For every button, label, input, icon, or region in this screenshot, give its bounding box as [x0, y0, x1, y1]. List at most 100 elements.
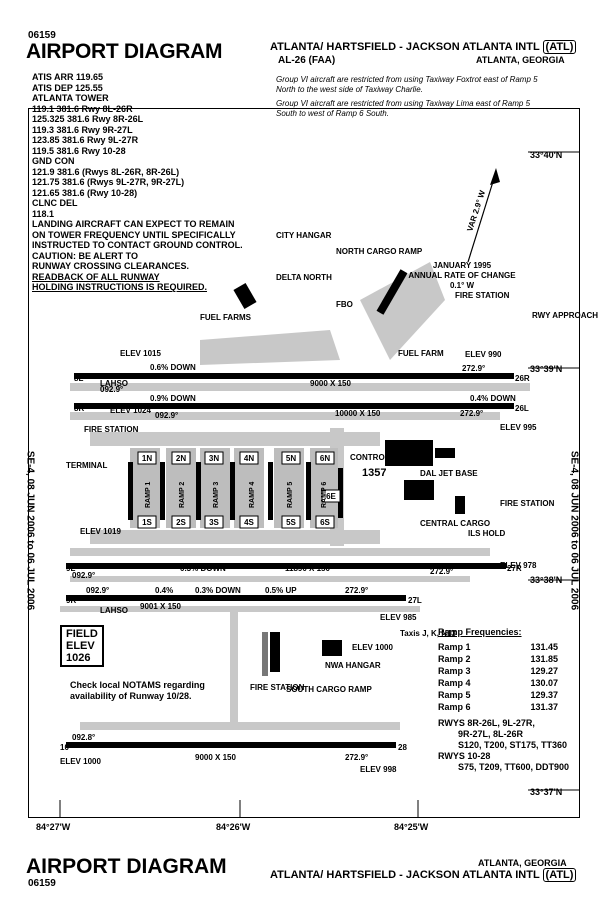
fbo-label: FBO [336, 300, 353, 309]
ramp-1s-box: 1S [137, 515, 157, 529]
rwy-28-num: 28 [398, 743, 407, 752]
airport-code: (ATL) [542, 40, 577, 54]
field-elev-line-1: FIELD [66, 628, 98, 640]
page-title: AIRPORT DIAGRAM [26, 40, 223, 63]
nwa-hangar-label: NWA HANGAR [325, 661, 381, 670]
airport-name: ATLANTA/ HARTSFIELD - JACKSON ATLANTA IN… [270, 40, 577, 54]
runway-weights: RWYS 8R-26L, 9L-27R, 9R-27L, 8L-26R S120… [438, 718, 588, 773]
rwy-9l-grade-r: 0.4% UP [408, 562, 440, 571]
rwy-9l-dims: 11890 X 150 [285, 564, 330, 573]
rwy-9r-grade-r: 0.5% UP [265, 586, 297, 595]
fire-station-north-label: FIRE STATION [455, 291, 510, 300]
rwy-27l-elev: ELEV 985 [380, 613, 417, 622]
weight-line: 9R-27L, 8L-26R [458, 729, 524, 739]
rwy-28-hdg: 272.9° [345, 753, 368, 762]
rwy-9l-num: 9L [66, 564, 75, 573]
runway-9r-27l [66, 595, 406, 601]
rwy-26r-elev: ELEV 990 [465, 350, 502, 359]
fuel-farms-label: FUEL FARMS [200, 313, 252, 322]
ramp-freq-value: 131.37 [530, 702, 558, 712]
note-1: Group VI aircraft are restricted from us… [276, 75, 538, 94]
rwy-8r-elev: ELEV 1024 [110, 406, 151, 415]
freq-line: 121.9 381.6 (Rwys 8L-26R, 8R-26L) [32, 166, 180, 177]
taxiway-south-parallel [60, 606, 420, 612]
rwy-9l-grade-l: 0.3% DOWN [180, 564, 226, 573]
ramp-4n-box: 4N [239, 451, 259, 465]
lon-27: 84°27'W [36, 822, 71, 832]
caution-line: INSTRUCTED TO CONTACT GROUND CONTROL. [32, 240, 243, 250]
ramp-name: Ramp 3 [438, 666, 471, 676]
rwy-8l-dims: 9000 X 150 [310, 379, 351, 388]
taxiway-sj [230, 612, 238, 722]
rwy-8l-grade: 0.6% DOWN [150, 363, 196, 372]
magvar-rate: 0.1° W [450, 281, 475, 290]
freq-line: 119.5 381.6 Rwy 10-28 [32, 145, 126, 156]
caution-line: HOLDING INSTRUCTIONS IS REQUIRED. [32, 282, 208, 292]
ramp-4-label: RAMP 4 [249, 482, 256, 508]
city-hangar-label: CITY HANGAR [276, 231, 332, 240]
north-arrow: VAR 2.9° W [465, 168, 500, 263]
lat-40: 33°40'N [530, 150, 562, 160]
ramp-4s-box: 4S [239, 515, 259, 529]
control-tower-label: CONTROL TOWER [350, 453, 421, 462]
ramp-5s: 5S [286, 518, 296, 527]
rwy-27r-hdg: 272.9° [430, 567, 453, 576]
ramp-6s-box: 6S [315, 515, 335, 529]
tower-elev: 1357 [362, 467, 386, 479]
ramp-freq-value: 131.85 [530, 654, 558, 664]
ramp-1-label: RAMP 1 [145, 482, 152, 508]
magvar-date: JANUARY 1995 [433, 261, 492, 270]
south-cargo-bldg-2 [262, 632, 268, 676]
rwy-approach-label: RWY APPROACH AREA HOLD [532, 311, 600, 320]
ramp-6n-box: 6N [315, 451, 335, 465]
taxiway-foxtrot [90, 432, 380, 446]
fire-station-east-label: FIRE STATION [500, 499, 555, 508]
lon-26: 84°26'W [216, 822, 251, 832]
runways [66, 373, 514, 748]
caution-line: LANDING AIRCRAFT CAN EXPECT TO REMAIN [32, 219, 235, 229]
airport-name-text: ATLANTA/ HARTSFIELD - JACKSON ATLANTA IN… [270, 41, 540, 53]
rwy-8r-grade-r: 0.4% DOWN [470, 394, 516, 403]
taxiway-parallel-north [70, 383, 530, 391]
area-labels: CITY HANGAR DELTA NORTH NORTH CARGO RAMP… [66, 231, 600, 694]
ramp-1s: 1S [142, 518, 152, 527]
runway-labels: 8L 26R 092.9° 272.9° 0.6% DOWN 9000 X 15… [60, 349, 537, 774]
freq-line: 121.75 381.6 (Rwys 9L-27R, 9R-27L) [32, 177, 185, 187]
ramp-6e: 6E [326, 492, 336, 501]
ramp-2n-box: 2N [171, 451, 191, 465]
graticule [59, 151, 580, 818]
ramp-name: Ramp 2 [438, 654, 471, 664]
note-2: Group VI aircraft are restricted from us… [276, 99, 531, 118]
rwy-8r-hdg: 092.9° [155, 411, 178, 420]
ramp-2n: 2N [176, 454, 186, 463]
north-cargo-apron [360, 262, 445, 360]
city-hangar-bldg [233, 282, 257, 310]
notes: Group VI aircraft are restricted from us… [276, 75, 546, 123]
rwy-26l-num: 26L [515, 404, 529, 413]
lon-25: 84°25'W [394, 822, 429, 832]
north-apron [200, 330, 340, 365]
runway-8r-26l [74, 403, 514, 409]
footer-airport-code: (ATL) [542, 868, 577, 882]
rwy-8l-hdg: 092.9° [100, 385, 123, 394]
fire-station-south-label: FIRE STATION [250, 683, 305, 692]
rwy-9r-hdg: 092.9° [86, 586, 109, 595]
rwy-27l-hdg: 272.9° [345, 586, 368, 595]
footer-chart-id: 06159 [28, 878, 56, 889]
magvar-label: ANNUAL RATE OF CHANGE [408, 271, 516, 280]
rwy-27l-num: 27L [408, 596, 422, 605]
rwy-10-elev: ELEV 1000 [60, 757, 101, 766]
ramp-names: RAMP 1 RAMP 2 RAMP 3 RAMP 4 RAMP 5 RAMP … [145, 482, 328, 508]
north-cargo-label: NORTH CARGO RAMP [336, 247, 423, 256]
weight-line: RWYS 8R-26L, 9L-27R, [438, 718, 535, 728]
ramp-freq-value: 131.45 [530, 642, 558, 652]
chart-id: 06159 [28, 30, 56, 41]
freq-line: ATLANTA TOWER [32, 93, 109, 103]
terminal-label: TERMINAL [66, 461, 107, 470]
rwy-28-elev: ELEV 998 [360, 765, 397, 774]
rwy-26r-hdg: 272.9° [462, 364, 485, 373]
rwy-9r-num: 9R [66, 596, 76, 605]
